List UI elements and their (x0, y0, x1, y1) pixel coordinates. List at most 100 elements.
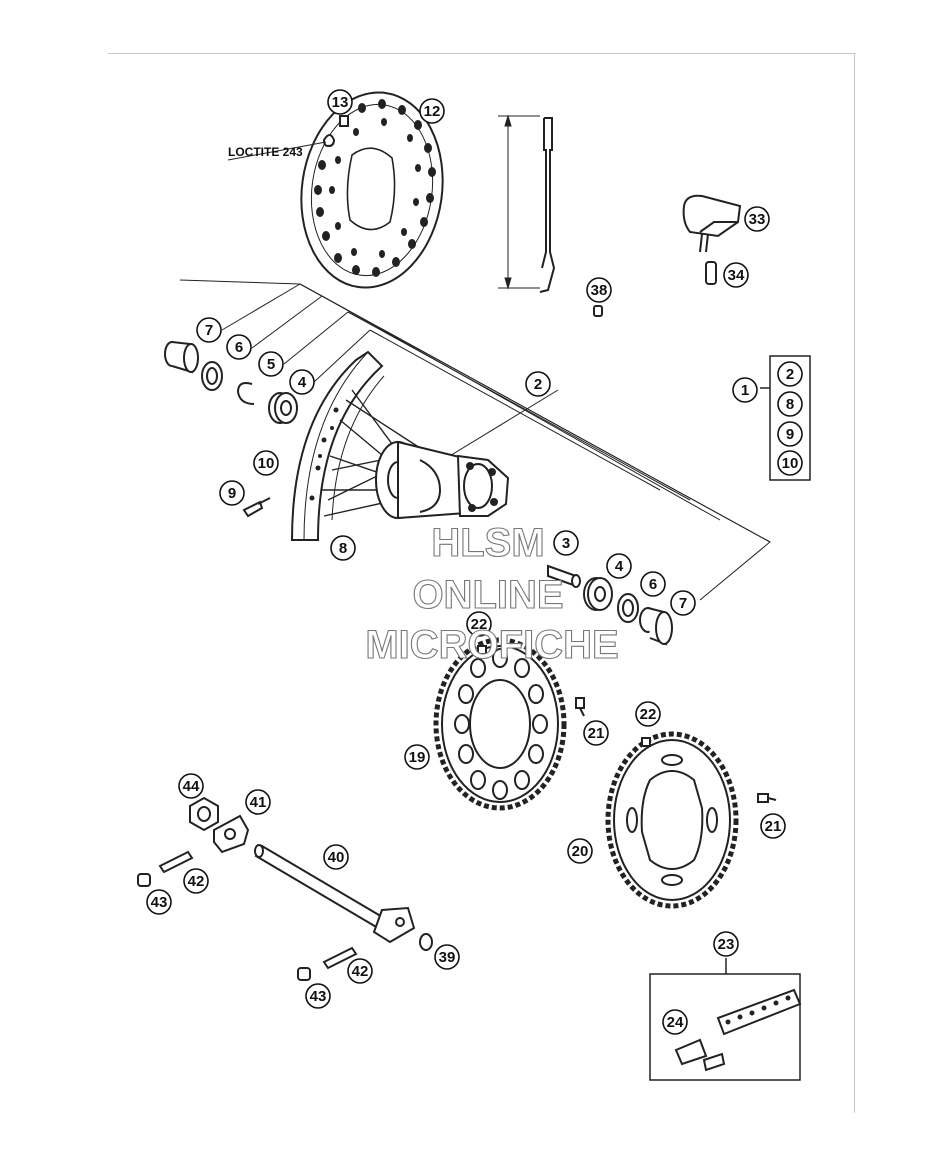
callout-circle (586, 277, 612, 303)
callout-number: 1 (741, 382, 749, 399)
callout-circle (640, 571, 666, 597)
sprocket-20 (605, 731, 739, 909)
left-seal (201, 361, 223, 391)
callout-number: 39 (439, 949, 456, 966)
callout-circle (525, 371, 551, 397)
loctite-note: LOCTITE 243 (228, 145, 303, 159)
watermark-line-1: HLSM (431, 521, 544, 565)
callout-c40: 40 (323, 844, 349, 870)
callout-c5: 5 (258, 351, 284, 377)
callout-c7a: 7 (196, 317, 222, 343)
callout-c43b: 43 (305, 983, 331, 1009)
sprocket-bolt-upper (575, 697, 585, 717)
callout-circle (330, 535, 356, 561)
right-seal (617, 593, 639, 623)
watermark-line-3: MICROFICHE (365, 623, 618, 667)
callout-number: 43 (310, 988, 327, 1005)
callout-number: 41 (250, 794, 267, 811)
sprocket-19 (433, 637, 567, 811)
frame-right-line (854, 53, 855, 1113)
callout-k10: 10 (777, 450, 803, 476)
callout-number: 44 (183, 778, 200, 795)
callout-c22b: 22 (635, 701, 661, 727)
kit-bracket (760, 355, 811, 481)
callout-circle (178, 773, 204, 799)
sprocket-nut-lower (641, 737, 651, 747)
callout-number: 43 (151, 894, 168, 911)
callout-number: 21 (765, 818, 782, 835)
callout-number: 2 (534, 376, 542, 393)
right-bearing (583, 577, 613, 611)
callout-c38: 38 (586, 277, 612, 303)
callout-number: 9 (228, 485, 236, 502)
callout-number: 22 (471, 616, 488, 633)
callout-circle (245, 789, 271, 815)
callout-circle (583, 720, 609, 746)
callout-circle (723, 262, 749, 288)
chain-adjuster-left (213, 814, 250, 854)
callout-number: 33 (749, 211, 766, 228)
callout-circle (226, 334, 252, 360)
callout-c10: 10 (253, 450, 279, 476)
spoke-screw-left (242, 497, 271, 518)
disc-bolt (322, 115, 349, 148)
right-spacer (639, 607, 673, 646)
loctite-leader (227, 141, 327, 161)
callout-circle (670, 590, 696, 616)
spoke-nipple (593, 305, 603, 317)
brake-disc (300, 91, 444, 289)
callout-number: 7 (205, 322, 213, 339)
callout-c42a: 42 (183, 868, 209, 894)
callout-number: 19 (409, 749, 426, 766)
callout-circle (606, 553, 632, 579)
callout-number: 7 (679, 595, 687, 612)
callout-c12: 12 (419, 98, 445, 124)
callout-circle (744, 206, 770, 232)
wheel-rim (290, 350, 385, 541)
left-bearing (268, 392, 298, 424)
sprocket-bolt-lower (757, 793, 777, 803)
callout-c20: 20 (567, 838, 593, 864)
callout-c8: 8 (330, 535, 356, 561)
callout-circle (327, 89, 353, 115)
callout-number: 20 (572, 843, 589, 860)
callout-c34: 34 (723, 262, 749, 288)
callout-c7b: 7 (670, 590, 696, 616)
left-spacer (164, 341, 199, 374)
callout-number: 10 (258, 455, 275, 472)
callout-c44: 44 (178, 773, 204, 799)
callout-number: 13 (332, 94, 349, 111)
callout-c23: 23 (713, 931, 739, 957)
callout-c42b: 42 (347, 958, 373, 984)
callout-circle (777, 450, 803, 476)
callout-number: 40 (328, 849, 345, 866)
adjuster-screw-left (158, 850, 194, 874)
callout-circle (196, 317, 222, 343)
chain-guard-piece (682, 194, 742, 253)
callout-number: 4 (298, 374, 307, 391)
callout-circle (777, 391, 803, 417)
frame-top-line (108, 53, 856, 54)
callout-number: 8 (339, 540, 347, 557)
adjuster-nut-right (297, 967, 311, 981)
callout-circle (404, 744, 430, 770)
callout-c6a: 6 (226, 334, 252, 360)
callout-circle (146, 889, 172, 915)
callout-number: 34 (728, 267, 745, 284)
callout-circle (713, 931, 739, 957)
axle (254, 844, 416, 944)
callout-circle (289, 369, 315, 395)
callout-number: 2 (786, 366, 794, 383)
callout-k8: 8 (777, 391, 803, 417)
callout-circle (635, 701, 661, 727)
callout-circle (732, 377, 758, 403)
callout-c33: 33 (744, 206, 770, 232)
callout-number: 21 (588, 725, 605, 742)
callout-circle (305, 983, 331, 1009)
callout-number: 42 (188, 873, 205, 890)
chain-master-link (674, 1038, 726, 1072)
wheel-hub (375, 440, 510, 520)
callout-number: 4 (615, 558, 624, 575)
